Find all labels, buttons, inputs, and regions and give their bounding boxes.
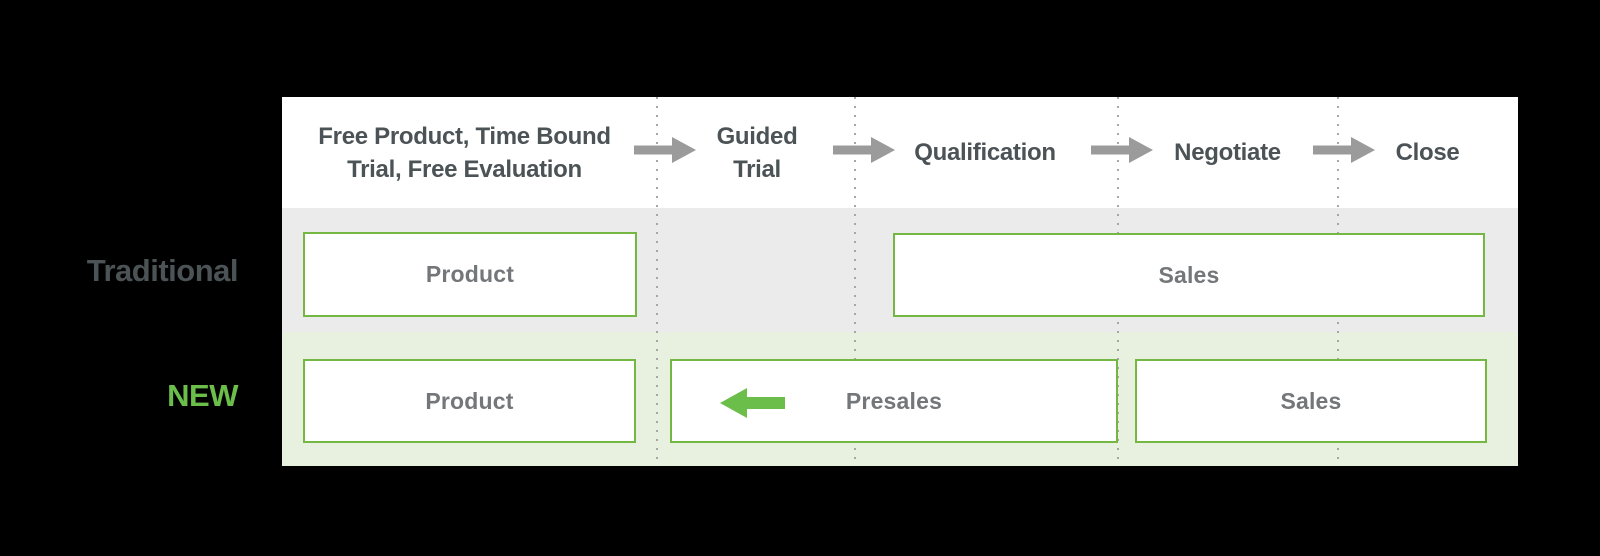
column-separator: [656, 97, 658, 466]
column-separator: [854, 97, 856, 466]
left-arrow-icon: [720, 388, 785, 418]
stage-label-line: Negotiate: [1174, 139, 1281, 166]
new-sales-box: Sales: [1135, 359, 1487, 443]
right-arrow-icon: [1313, 137, 1375, 163]
box-label: Presales: [845, 387, 943, 414]
stage-label-line: Free Product, Time Bound: [318, 122, 611, 150]
right-arrow-icon: [1091, 137, 1153, 163]
new-product-box: Product: [303, 359, 636, 443]
stage-label-line: Trial: [733, 155, 781, 183]
right-arrow-icon: [833, 137, 895, 163]
box-label: Product: [425, 387, 514, 414]
stage-negotiate: Negotiate: [1155, 97, 1300, 208]
traditional-product-box: Product: [303, 232, 637, 317]
traditional-sales-box: Sales: [893, 233, 1485, 317]
stage-label-line: Qualification: [914, 139, 1056, 166]
stage-label-line: Guided: [716, 122, 798, 150]
stage-label-line: Close: [1395, 139, 1460, 166]
stage-qualification: Qualification: [900, 97, 1070, 208]
new-presales-box: Presales: [670, 359, 1118, 443]
row-label-new: NEW: [167, 378, 238, 413]
stage-free-product-trial: Free Product, Time Bound Trial, Free Eva…: [292, 97, 637, 208]
box-label: Sales: [1280, 387, 1342, 414]
box-label: Product: [425, 261, 515, 287]
right-arrow-icon: [634, 137, 696, 163]
stage-label-line: Trial, Free Evaluation: [347, 155, 582, 183]
row-label-traditional: Traditional: [86, 253, 239, 288]
stage-guided-trial: Guided Trial: [697, 97, 817, 208]
box-label: Sales: [1158, 261, 1220, 288]
stage-close: Close: [1375, 97, 1480, 208]
